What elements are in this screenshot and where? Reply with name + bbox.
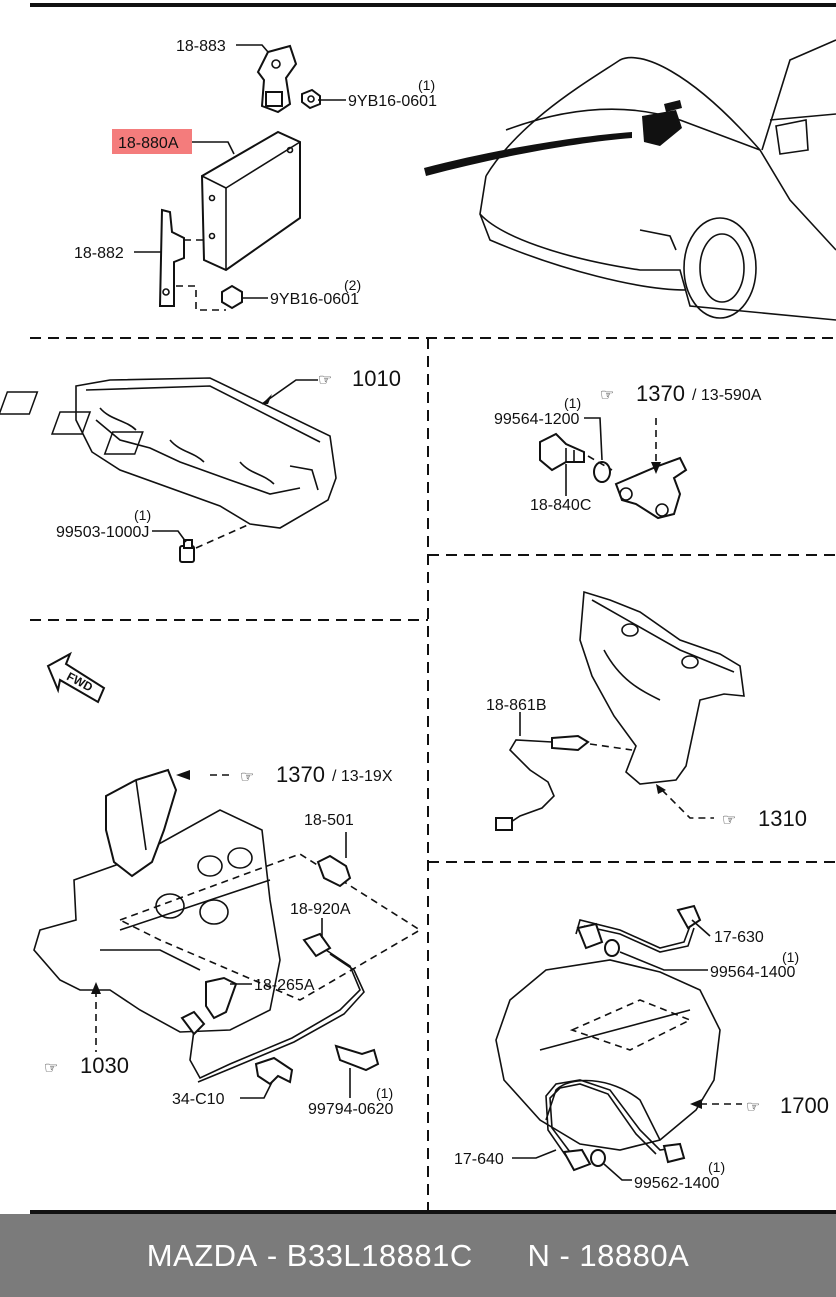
leader-17-640	[512, 1149, 557, 1159]
nut-9yb16-2	[221, 284, 243, 310]
dash-1310	[661, 789, 714, 819]
washer-99564-1400	[604, 939, 620, 957]
bolt-99794	[334, 1044, 380, 1072]
ref-1310: 1310	[758, 806, 807, 831]
label-99794: 99794-0620	[308, 1101, 394, 1118]
ecu-location-mark	[642, 110, 682, 146]
leader-1010	[261, 379, 318, 405]
sensor-17-640	[545, 1079, 686, 1172]
sensor-18-840c	[539, 432, 585, 472]
ref-1030: 1030	[80, 1053, 129, 1078]
label-9yb16-1: 9YB16-0601	[348, 93, 437, 110]
label-34-c10: 34-C10	[172, 1091, 225, 1108]
footer-sep-1: -	[257, 1237, 287, 1273]
ref-13-590a: / 13-590A	[692, 387, 762, 404]
dash-18-861b	[589, 743, 633, 751]
sensor-18-920a	[189, 932, 365, 1083]
ref-icon-1310: ☞	[722, 812, 736, 829]
footer-part-number: B33L18881C	[286, 1237, 473, 1273]
fwd-arrow	[46, 651, 106, 704]
pointer-arrow-to-car	[424, 132, 632, 176]
ref-icon-1030: ☞	[44, 1060, 58, 1077]
label-99503: 99503-1000J	[56, 524, 149, 541]
label-17-630: 17-630	[714, 929, 764, 946]
car-front-illustration	[424, 39, 836, 321]
qty-99503: (1)	[134, 507, 151, 523]
parts-diagram: 18-883 (1) 9YB16-0601 18-880A 18-882 (2)…	[0, 3, 836, 1214]
connector-18-265a	[180, 1010, 206, 1036]
ref-1700: 1700	[780, 1093, 829, 1118]
washer-99562	[590, 1149, 606, 1167]
label-18-840c: 18-840C	[530, 497, 591, 514]
engine-block-illustration	[33, 768, 281, 1033]
label-18-920a: 18-920A	[290, 901, 351, 918]
label-99562: 99562-1400	[634, 1175, 720, 1192]
label-18-883: 18-883	[176, 38, 226, 55]
qty-99564-1200: (1)	[564, 395, 581, 411]
label-18-861b: 18-861B	[486, 697, 547, 714]
cylinder-head-illustration	[0, 377, 337, 529]
fitting-13-590a	[614, 456, 688, 520]
leader-99503	[152, 530, 187, 543]
transmission-illustration	[495, 959, 721, 1151]
qty-9yb16-1: (1)	[418, 77, 435, 93]
bracket-18-882	[158, 208, 185, 307]
exhaust-manifold-illustration	[579, 590, 745, 785]
dash-99503	[195, 523, 251, 549]
leader-18-883	[236, 44, 269, 53]
qty-9yb16-2: (2)	[344, 277, 361, 293]
sensor-17-630	[575, 904, 702, 953]
sensor-18-861b	[495, 734, 590, 831]
footer-bar: MAZDA - B33L18881C N - 18880A	[0, 1214, 836, 1297]
label-18-265a: 18-265A	[254, 977, 315, 994]
washer-99564-1200	[593, 461, 611, 483]
dash-engine-outline	[117, 853, 422, 1001]
leader-99562	[603, 1163, 632, 1181]
dash-sensor	[587, 455, 613, 471]
leader-99564-1400	[619, 951, 708, 971]
qty-99794: (1)	[376, 1085, 393, 1101]
leader-18-880a	[192, 141, 235, 155]
footer-gap	[473, 1238, 528, 1274]
qty-99564-1400: (1)	[782, 949, 799, 965]
bracket-18-883	[256, 44, 298, 114]
ref-13-19x: / 13-19X	[332, 768, 393, 785]
footer-sep-2: -	[550, 1237, 580, 1273]
sensor-99503	[179, 539, 195, 563]
label-18-501: 18-501	[304, 812, 354, 829]
ref-1370a: 1370	[636, 381, 685, 406]
ref-1370b: 1370	[276, 762, 325, 787]
label-18-880a: 18-880A	[118, 135, 179, 152]
ref-icon-1370a: ☞	[600, 387, 614, 404]
highlight-18-880a	[112, 129, 192, 154]
label-18-882: 18-882	[74, 245, 124, 262]
ecu-module	[200, 130, 301, 272]
sensor-18-501	[316, 854, 352, 888]
ref-icon-1700: ☞	[746, 1099, 760, 1116]
leader-17-630	[691, 919, 711, 937]
label-99564-1400: 99564-1400	[710, 964, 796, 981]
ref-icon-1370b: ☞	[240, 769, 254, 786]
leader-99564-1200	[584, 417, 603, 461]
qty-99562: (1)	[708, 1159, 725, 1175]
leader-34-c10	[240, 1081, 273, 1099]
dash-bracket-nut	[176, 285, 226, 311]
bracket-18-265a	[205, 976, 238, 1020]
label-99564-1200: 99564-1200	[494, 411, 580, 428]
nut-9yb16-1	[301, 88, 321, 110]
clip-34-c10	[254, 1056, 294, 1086]
footer-brand: MAZDA	[146, 1237, 258, 1273]
footer-code: 18880A	[579, 1237, 690, 1273]
ref-icon-1010: ☞	[318, 372, 332, 389]
label-17-640: 17-640	[454, 1151, 504, 1168]
ref-1010: 1010	[352, 366, 401, 391]
footer-code-prefix: N	[527, 1237, 551, 1273]
label-9yb16-2: 9YB16-0601	[270, 291, 359, 308]
